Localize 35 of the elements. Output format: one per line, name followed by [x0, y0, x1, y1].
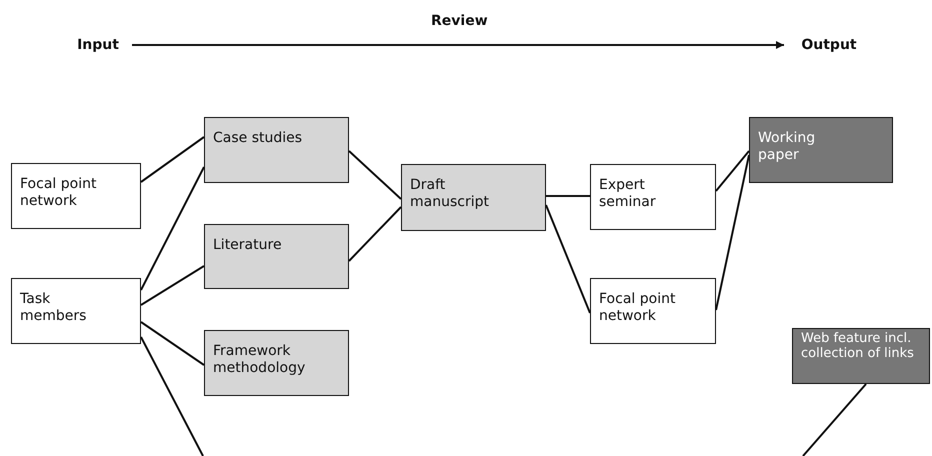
process-box	[11, 163, 141, 229]
connector-line	[140, 136, 205, 183]
connector-line	[140, 265, 205, 306]
box-text: Literature	[213, 237, 282, 254]
process-box	[11, 278, 141, 344]
box-text: Focal point network	[599, 291, 676, 325]
box-text: Task members	[20, 291, 88, 325]
process-box	[590, 164, 716, 230]
process-box	[590, 278, 716, 344]
process-box	[401, 164, 546, 231]
process-box	[204, 224, 349, 289]
box-text: Framework methodology	[213, 343, 306, 377]
connector-line	[140, 166, 205, 290]
connector-line	[140, 336, 204, 456]
stage-text: Output	[801, 37, 857, 53]
connector-line	[545, 204, 591, 314]
process-box	[204, 330, 349, 396]
connector-line	[140, 321, 205, 366]
box-text: Web feature incl. collection of links	[801, 331, 915, 361]
box-text: Focal point network	[20, 176, 98, 210]
box-text: Case studies	[213, 130, 302, 147]
process-box	[792, 328, 930, 384]
box-text: Working paper	[758, 130, 816, 164]
process-box	[749, 117, 893, 183]
connector-line	[546, 195, 590, 197]
process-box	[204, 117, 349, 183]
connector-line	[715, 154, 750, 310]
connector-line	[348, 150, 402, 200]
connector-line	[715, 150, 750, 192]
connector-line	[802, 383, 867, 456]
box-text: Expert seminar	[599, 177, 657, 211]
stage-text: Input	[77, 37, 119, 53]
arrow	[132, 41, 784, 49]
connector-line	[348, 206, 402, 262]
box-text: Draft manuscript	[410, 177, 490, 211]
